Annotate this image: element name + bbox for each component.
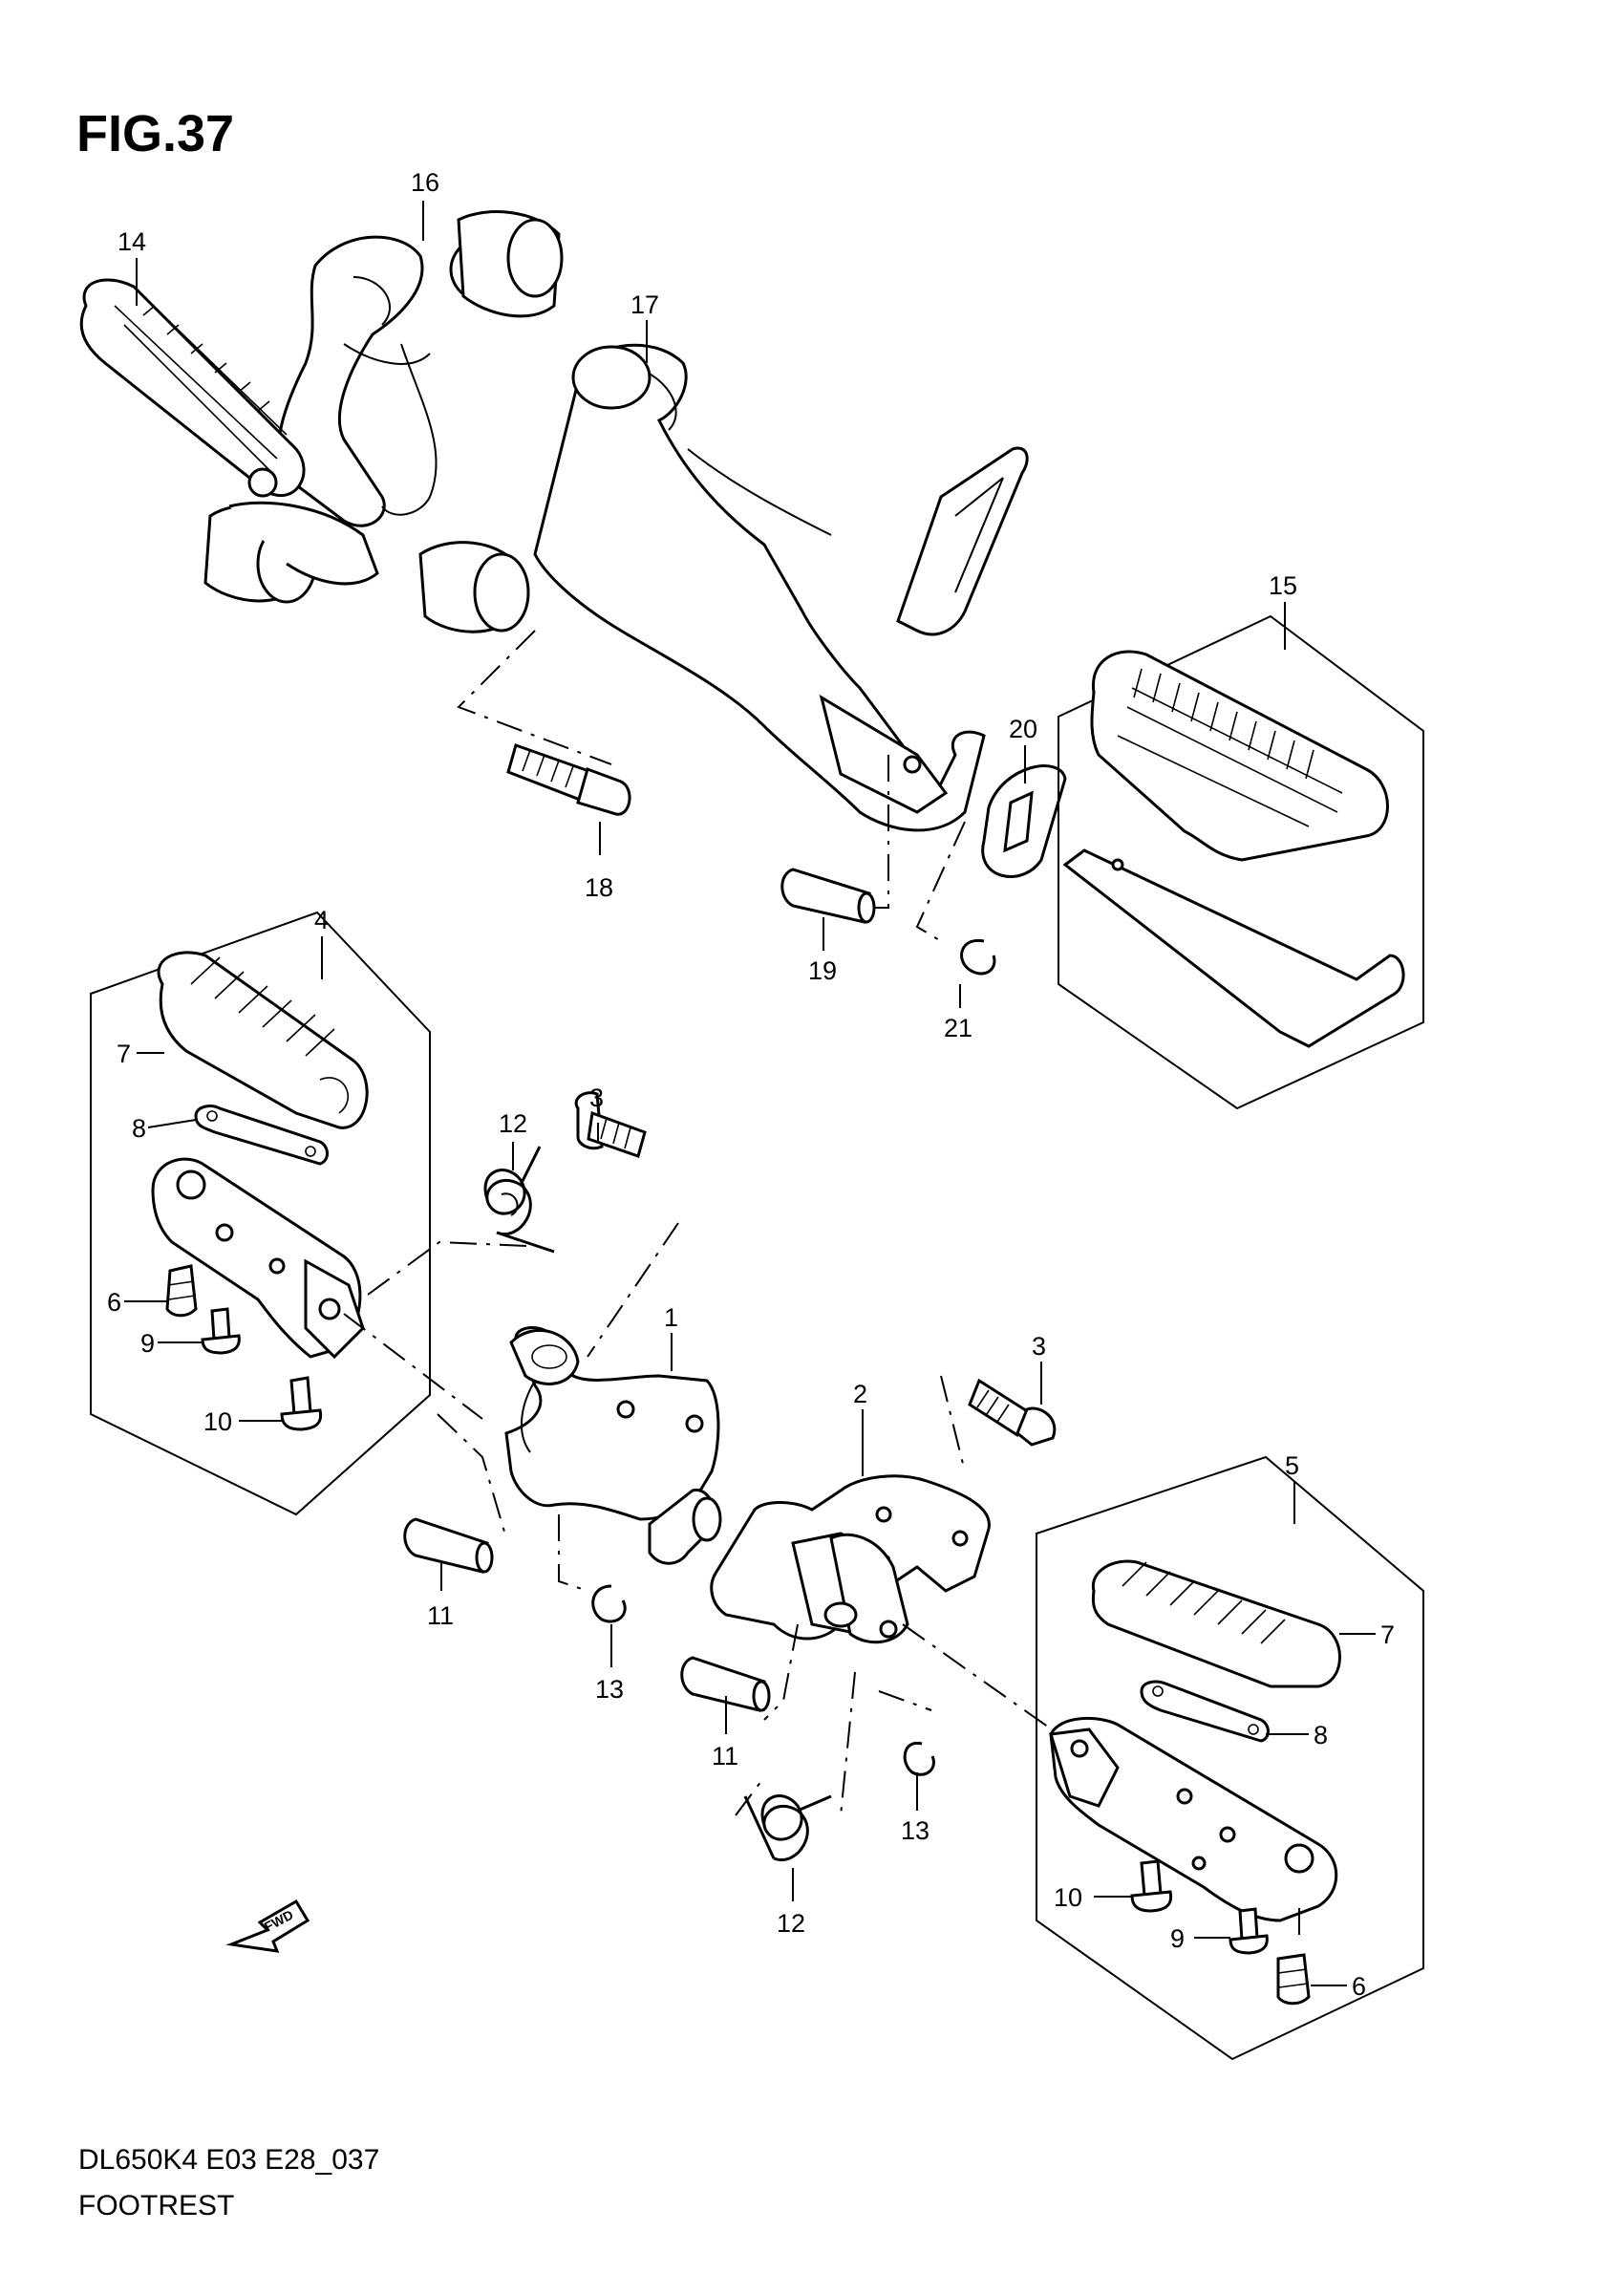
- assembly-line: [457, 630, 612, 765]
- callout-3-upper: 3: [589, 1084, 604, 1112]
- callout-7-lower: 7: [1380, 1620, 1395, 1649]
- callout-8-lower: 8: [1314, 1721, 1328, 1749]
- callout-20: 20: [1009, 715, 1037, 743]
- part-5-kit-box: [1036, 1455, 1424, 2061]
- callout-4: 4: [314, 906, 329, 934]
- callout-7-upper: 7: [117, 1040, 131, 1068]
- part-6-bolt-right: [1276, 1953, 1311, 2006]
- part-9-screw-left: [201, 1307, 241, 1355]
- part-9-screw-right: [1229, 1907, 1269, 1955]
- callout-10-lower: 10: [1054, 1883, 1082, 1912]
- assembly-line: [367, 1240, 550, 1296]
- assembly-line: [840, 1671, 856, 1816]
- part-18-bolt: [506, 743, 631, 816]
- part-12-spring-lower: [743, 1794, 832, 1862]
- callout-10-upper: 10: [203, 1407, 232, 1436]
- assembly-line: [915, 821, 966, 942]
- callout-2: 2: [853, 1380, 867, 1408]
- callout-3-lower: 3: [1032, 1332, 1046, 1361]
- part-7-rubber-lower: [1091, 1559, 1341, 1688]
- callout-11-right: 11: [712, 1742, 738, 1770]
- section-name: FOOTREST: [78, 2190, 234, 2221]
- assembly-line: [902, 1623, 1066, 1740]
- assembly-line: [735, 1776, 765, 1816]
- part-4-kit-box: [90, 911, 431, 1516]
- callout-17: 17: [630, 290, 659, 319]
- callout-6-lower: 6: [1352, 1972, 1366, 2001]
- part-13-eclip-left: [591, 1584, 627, 1623]
- model-code: DL650K4 E03 E28_037: [78, 2144, 379, 2176]
- part-20-washer: [981, 764, 1067, 878]
- callout-13-left: 13: [595, 1675, 624, 1704]
- part-2-right-bracket: [710, 1474, 991, 1644]
- right-rider-footpeg-bracket: [1049, 1716, 1338, 1922]
- part-10-screw-right: [1130, 1859, 1173, 1913]
- callout-5: 5: [1285, 1451, 1299, 1480]
- assembly-line: [437, 1413, 507, 1539]
- callout-8-upper: 8: [132, 1114, 146, 1143]
- callout-1: 1: [664, 1303, 678, 1332]
- part-19-pin: [780, 868, 876, 924]
- part-11-pin-left: [403, 1517, 494, 1574]
- part-8-plate-lower: [1140, 1680, 1270, 1743]
- callout-19: 19: [808, 956, 837, 985]
- part-12-spring-upper: [483, 1146, 555, 1254]
- part-15-kit-box: [1058, 614, 1424, 1110]
- left-rider-footpeg-bracket: [151, 1157, 365, 1360]
- callout-12-upper: 12: [499, 1109, 527, 1138]
- assembly-line: [343, 1313, 483, 1420]
- assembly-line: [558, 1514, 588, 1592]
- callout-9-lower: 9: [1170, 1924, 1185, 1953]
- figure-title: FIG.37: [76, 105, 234, 162]
- right-passenger-bracket: [418, 343, 1029, 832]
- part-11-pin-right: [680, 1656, 771, 1712]
- part-21-eclip: [960, 938, 996, 976]
- assembly-line: [940, 1375, 966, 1472]
- callout-21: 21: [944, 1014, 972, 1042]
- leader-lines: [124, 201, 1376, 1986]
- callout-15: 15: [1269, 571, 1297, 600]
- part-3-bolt-upper: [574, 1091, 647, 1158]
- part-13-eclip-right: [903, 1741, 935, 1776]
- callout-16: 16: [411, 168, 439, 197]
- callout-18: 18: [585, 873, 613, 902]
- part-8-plate-upper: [194, 1105, 329, 1166]
- callout-9-upper: 9: [140, 1329, 155, 1358]
- part-7-rubber-upper: [157, 951, 369, 1129]
- callout-13-right: 13: [901, 1816, 930, 1845]
- assembly-line: [841, 755, 889, 909]
- callout-11-left: 11: [427, 1601, 454, 1630]
- assembly-line: [587, 1222, 679, 1358]
- left-passenger-footpeg: [79, 278, 306, 498]
- callout-14: 14: [118, 227, 146, 256]
- callout-6-upper: 6: [107, 1288, 121, 1317]
- part-3-bolt-right: [968, 1378, 1057, 1447]
- assembly-line: [763, 1623, 799, 1721]
- part-10-screw-left: [280, 1376, 323, 1431]
- callout-12-lower: 12: [777, 1909, 805, 1938]
- assembly-line: [878, 1690, 932, 1711]
- part-1-left-bracket: [504, 1326, 722, 1565]
- forward-arrow-icon: FWD: [225, 1899, 310, 1953]
- part-6-bolt-left: [165, 1264, 198, 1318]
- left-passenger-bracket: [203, 210, 564, 604]
